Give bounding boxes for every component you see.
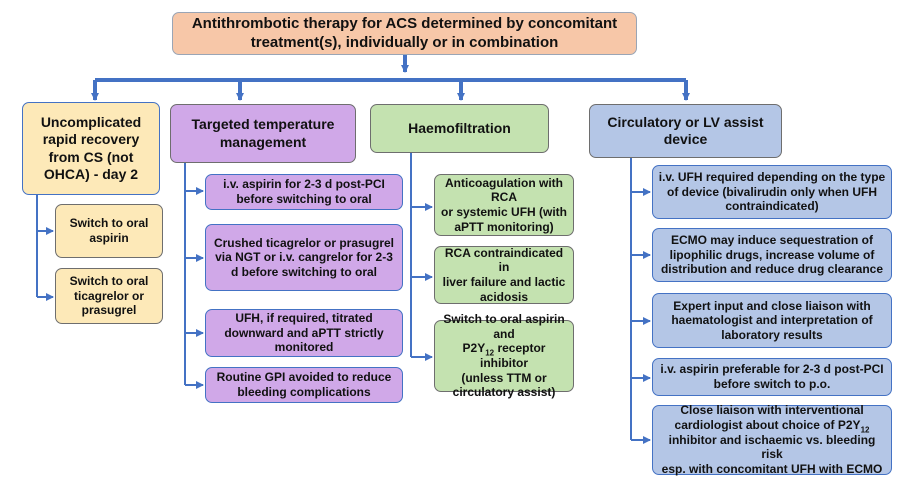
col2-connectors (184, 163, 204, 389)
root-to-bus-connector (91, 55, 690, 101)
box-line: monitored (274, 340, 334, 355)
box-switch-oral-ticagrelor: Switch to oral ticagrelor or prasugrel (55, 268, 163, 324)
header-uncomplicated-recovery: Uncomplicated rapid recovery from CS (no… (22, 102, 160, 195)
header-line: rapid recovery (42, 131, 140, 148)
box-line: distribution and reduce drug clearance (660, 262, 884, 277)
col4-connectors (630, 158, 651, 444)
box-line: haematologist and interpretation of (671, 313, 873, 328)
box-line-p2y12: P2Y12 receptor inhibitor (440, 341, 568, 370)
box-line: inhibitor and ischaemic vs. bleeding ris… (668, 432, 876, 462)
box-rca-contraindicated: RCA contraindicated in liver failure and… (434, 246, 574, 304)
box-iv-aspirin-preferable: i.v. aspirin preferable for 2-3 d post-P… (652, 358, 892, 396)
box-switch-oral-p2y12: Switch to oral aspirin and P2Y12 recepto… (434, 312, 574, 399)
box-line: before switch to p.o. (713, 377, 831, 391)
p2y-suffix: receptor inhibitor (480, 341, 546, 370)
box-line: RCA contraindicated in (444, 245, 564, 275)
box-line: or systemic UFH (with (440, 205, 568, 219)
box-ufh-titrated: UFH, if required, titrated downward and … (205, 309, 403, 357)
box-line: i.v. aspirin preferable for 2-3 d post-P… (660, 362, 884, 377)
header-circulatory-assist: Circulatory or LV assist device (589, 104, 782, 158)
box-switch-oral-aspirin: Switch to oral aspirin (55, 204, 163, 258)
box-line: (unless TTM or (461, 370, 547, 385)
box-line: circulatory assist) (452, 385, 556, 400)
box-line: esp. with concomitant UFH with ECMO (661, 461, 883, 476)
header-line: from CS (not (48, 148, 134, 165)
header-line: management (219, 133, 307, 150)
line2-prefix: cardiologist about choice of P2Y (674, 418, 861, 433)
box-close-liaison-cardiologist: Close liaison with interventional cardio… (652, 403, 892, 476)
p2y-subscript: 12 (860, 425, 870, 435)
box-ecmo-sequestration: ECMO may induce sequestration of lipophi… (652, 228, 892, 282)
box-line: of device (bivalirudin only when UFH (666, 184, 878, 199)
box-line: Expert input and close liaison with (673, 298, 871, 313)
header-line: Haemofiltration (408, 119, 511, 136)
box-line: ticagrelor or (73, 288, 145, 303)
box-line: i.v. aspirin for 2-3 d post-PCI (223, 177, 385, 192)
root-line-2: treatment(s), individually or in combina… (250, 33, 559, 51)
box-iv-aspirin-ttm: i.v. aspirin for 2-3 d post-PCI before s… (205, 174, 403, 210)
box-line: acidosis (479, 289, 529, 304)
header-line: OHCA) - day 2 (43, 165, 139, 182)
box-line: ECMO may induce sequestration of (670, 233, 874, 248)
box-line: Switch to oral (69, 274, 149, 289)
header-haemofiltration: Haemofiltration (370, 104, 549, 153)
p2y-prefix: P2Y (462, 341, 486, 356)
box-line: aPTT monitoring) (454, 219, 554, 234)
box-routine-gpi-avoided: Routine GPI avoided to reduce bleeding c… (205, 367, 403, 403)
box-line: contraindicated) (725, 199, 819, 214)
header-line: Circulatory or LV assist (607, 113, 764, 130)
p2y-subscript: 12 (485, 348, 495, 358)
box-line: downward and aPTT strictly (224, 325, 384, 340)
header-line: Uncomplicated (40, 114, 142, 131)
box-line: aspirin (89, 231, 129, 245)
box-line: via NGT or i.v. cangrelor for 2-3 (215, 250, 393, 265)
box-line: Switch to oral (69, 216, 149, 231)
box-expert-input-liaison: Expert input and close liaison with haem… (652, 293, 892, 348)
box-line: before switching to oral (236, 192, 372, 206)
box-iv-ufh-required: i.v. UFH required depending on the type … (652, 165, 892, 219)
box-line: bleeding complications (237, 385, 371, 399)
box-line: d before switching to oral (230, 264, 377, 279)
col1-connectors (36, 195, 54, 301)
box-line-p2y12: cardiologist about choice of P2Y12 (658, 418, 886, 435)
box-crushed-ticagrelor: Crushed ticagrelor or prasugrel via NGT … (205, 224, 403, 291)
box-line: lipophilic drugs, increase volume of (669, 247, 875, 262)
box-line: UFH, if required, titrated (235, 311, 373, 326)
box-line: Anticoagulation with RCA (445, 175, 563, 205)
box-anticoagulation-rca: Anticoagulation with RCA or systemic UFH… (434, 174, 574, 236)
box-line: laboratory results (721, 327, 823, 342)
header-line: Targeted temperature (191, 116, 335, 133)
box-line: Close liaison with interventional (680, 403, 864, 418)
box-line: Switch to oral aspirin and (443, 312, 565, 341)
header-line: device (663, 131, 708, 147)
box-line: Routine GPI avoided to reduce (216, 370, 392, 385)
col3-connectors (410, 153, 433, 361)
box-line: i.v. UFH required depending on the type (658, 170, 886, 185)
box-line: Crushed ticagrelor or prasugrel (213, 235, 395, 250)
root-line-1: Antithrombotic therapy for ACS determine… (191, 15, 618, 33)
box-line: prasugrel (81, 303, 137, 318)
root-box: Antithrombotic therapy for ACS determine… (172, 12, 637, 55)
header-targeted-temperature: Targeted temperature management (170, 104, 356, 163)
box-line: liver failure and lactic (442, 275, 566, 289)
